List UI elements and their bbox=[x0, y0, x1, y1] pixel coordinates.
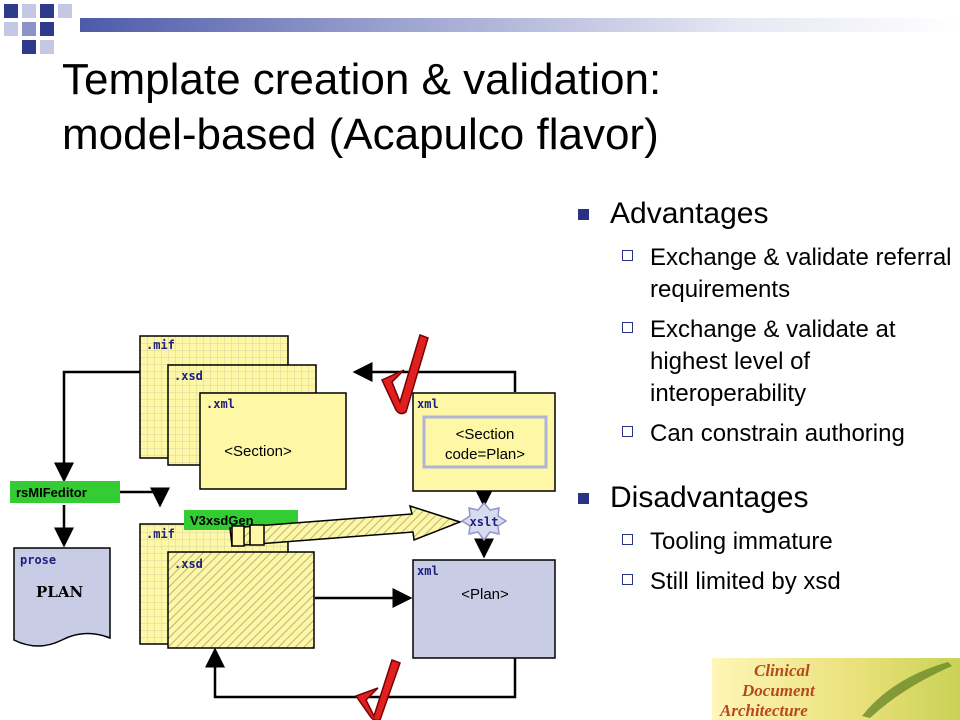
section-tag: <Section> bbox=[224, 443, 292, 460]
xslt-icon bbox=[460, 501, 508, 542]
xml-label-right-top: xml bbox=[417, 397, 439, 411]
sub-bullet: Still limited by xsd bbox=[578, 566, 958, 598]
logo-line-2: Document bbox=[741, 681, 816, 700]
square-bullet-icon bbox=[622, 574, 633, 585]
bullet-list: Advantages Exchange & validate referral … bbox=[578, 196, 958, 606]
sub-bullet: Exchange & validate referral requirement… bbox=[578, 242, 958, 306]
sub-bullet: Tooling immature bbox=[578, 526, 958, 558]
section-code-line-1: <Section bbox=[456, 426, 515, 443]
logo-line-3: Architecture bbox=[719, 701, 808, 720]
rsmifeditor-tool bbox=[10, 481, 120, 503]
title-line-1: Template creation & validation: bbox=[62, 55, 662, 104]
title-line-2: model-based (Acapulco flavor) bbox=[62, 110, 659, 159]
logo-line-1: Clinical bbox=[754, 661, 810, 680]
sub-bullet: Exchange & validate at highest level of … bbox=[578, 314, 958, 410]
xml-label-top: .xml bbox=[206, 397, 235, 411]
square-bullet-icon bbox=[622, 250, 633, 261]
mif-label-bottom: .mif bbox=[146, 527, 175, 541]
header-rule bbox=[80, 18, 960, 32]
check-mark-icon bbox=[381, 334, 429, 415]
square-bullet-icon bbox=[622, 534, 633, 545]
xml-doc-top bbox=[199, 392, 347, 490]
xsd-label-bottom: .xsd bbox=[174, 557, 203, 571]
check-mark-icon bbox=[354, 659, 401, 720]
xsd-doc-bottom bbox=[167, 551, 315, 649]
mif-label-top: .mif bbox=[146, 338, 175, 352]
v3xsdgen-label: V3xsdGen bbox=[190, 513, 254, 528]
xsd-label-top: .xsd bbox=[174, 369, 203, 383]
workflow-diagram: .mif .xsd .xml <Section> xml <Section co… bbox=[10, 334, 556, 720]
bullet-disadvantages: Disadvantages bbox=[578, 480, 958, 516]
rsmifeditor-label: rsMIFeditor bbox=[16, 485, 87, 500]
section-code-line-2: code=Plan> bbox=[445, 446, 525, 463]
xml-label-right-bottom: xml bbox=[417, 564, 439, 578]
bullet-advantages: Advantages bbox=[578, 196, 958, 232]
cda-logo: Clinical Document Architecture bbox=[712, 658, 960, 720]
prose-label: prose bbox=[20, 553, 56, 567]
slide-title: Template creation & validation: model-ba… bbox=[62, 52, 942, 162]
square-bullet-icon bbox=[622, 426, 633, 437]
square-bullet-icon bbox=[622, 322, 633, 333]
plan-tag: <Plan> bbox=[461, 586, 509, 603]
section-code-box bbox=[422, 415, 548, 469]
corner-squares-decoration bbox=[4, 4, 72, 54]
xslt-label: xslt bbox=[470, 515, 499, 529]
xml-instance-bottom bbox=[412, 559, 556, 659]
plan-label: PLAN bbox=[36, 583, 83, 601]
sub-bullet: Can constrain authoring bbox=[578, 418, 958, 450]
prose-plan-document bbox=[13, 547, 111, 647]
